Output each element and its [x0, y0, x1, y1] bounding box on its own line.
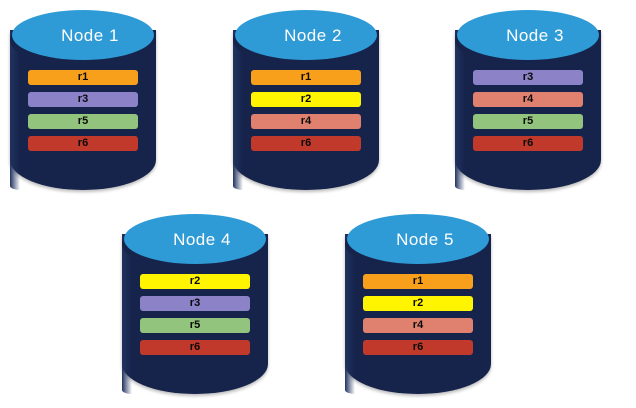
cylinder-top-icon: Node 5	[347, 214, 489, 264]
node-label: Node 2	[284, 26, 342, 45]
replica-bar[interactable]: r6	[251, 136, 361, 151]
replica-bar[interactable]: r2	[363, 296, 473, 311]
database-node-2[interactable]: Node 2 r1 r2 r4 r6	[233, 8, 379, 196]
replica-bar[interactable]: r4	[251, 114, 361, 129]
node-label: Node 1	[61, 26, 119, 45]
database-node-1[interactable]: Node 1 r1 r3 r5 r6	[10, 8, 156, 196]
replica-list: r3 r4 r5 r6	[473, 70, 583, 151]
replica-bar[interactable]: r6	[140, 340, 250, 355]
replica-bar[interactable]: r3	[473, 70, 583, 85]
replica-bar[interactable]: r1	[28, 70, 138, 85]
replica-bar[interactable]: r5	[473, 114, 583, 129]
replica-bar[interactable]: r4	[363, 318, 473, 333]
cylinder-top-icon: Node 1	[12, 10, 154, 60]
replica-bar[interactable]: r4	[473, 92, 583, 107]
replica-list: r1 r2 r4 r6	[251, 70, 361, 151]
replica-bar[interactable]: r2	[251, 92, 361, 107]
replica-bar[interactable]: r1	[363, 274, 473, 289]
replica-bar[interactable]: r2	[140, 274, 250, 289]
replica-list: r1 r3 r5 r6	[28, 70, 138, 151]
database-node-3[interactable]: Node 3 r3 r4 r5 r6	[455, 8, 601, 196]
cylinder-top-icon: Node 3	[457, 10, 599, 60]
replica-bar[interactable]: r1	[251, 70, 361, 85]
node-label: Node 4	[173, 230, 231, 249]
replica-list: r2 r3 r5 r6	[140, 274, 250, 355]
node-label: Node 5	[396, 230, 454, 249]
database-node-4[interactable]: Node 4 r2 r3 r5 r6	[122, 212, 268, 400]
replica-bar[interactable]: r3	[140, 296, 250, 311]
replica-bar[interactable]: r6	[363, 340, 473, 355]
node-label: Node 3	[506, 26, 564, 45]
replica-list: r1 r2 r4 r6	[363, 274, 473, 355]
replica-bar[interactable]: r3	[28, 92, 138, 107]
database-node-5[interactable]: Node 5 r1 r2 r4 r6	[345, 212, 491, 400]
cylinder-top-icon: Node 2	[235, 10, 377, 60]
replica-bar[interactable]: r5	[28, 114, 138, 129]
replica-bar[interactable]: r6	[28, 136, 138, 151]
replica-bar[interactable]: r6	[473, 136, 583, 151]
replica-bar[interactable]: r5	[140, 318, 250, 333]
cylinder-top-icon: Node 4	[124, 214, 266, 264]
